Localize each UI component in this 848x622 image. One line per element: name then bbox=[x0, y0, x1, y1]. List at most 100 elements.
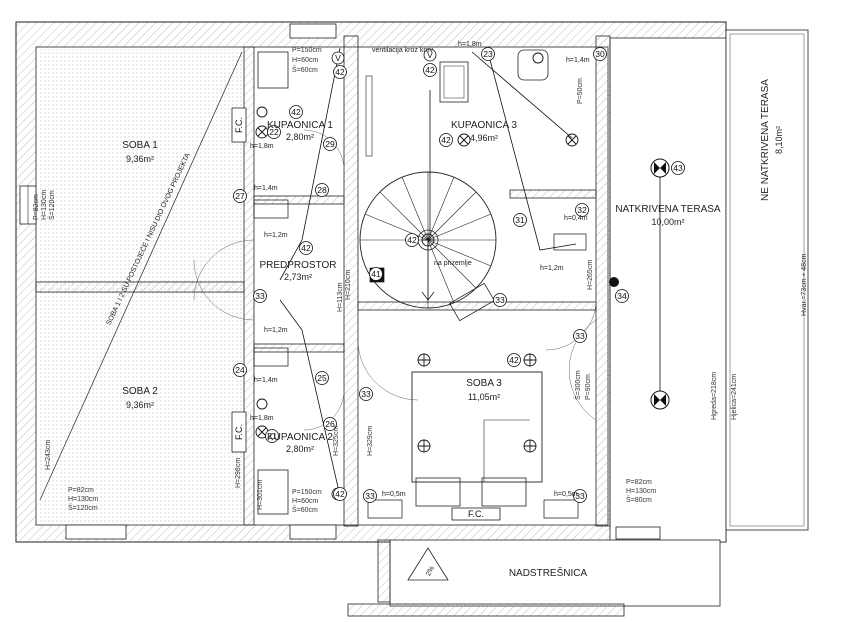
room-soba1-name: SOBA 1 bbox=[122, 140, 158, 151]
tag-label-22: 22 bbox=[269, 127, 279, 137]
tag-circle-42 bbox=[333, 65, 347, 79]
dim-terrace-p: P=82cm bbox=[626, 479, 652, 486]
dim-soba2-p: P=82cm bbox=[68, 487, 94, 494]
tag-label-33: 33 bbox=[495, 295, 505, 305]
wall-right bbox=[595, 35, 611, 527]
radiator-soba3 bbox=[365, 75, 373, 157]
dim-soba3-p: P=90cm bbox=[585, 374, 592, 400]
window-top-bath1 bbox=[289, 23, 337, 39]
tag-label-42: 42 bbox=[425, 65, 435, 75]
tag-circle-42 bbox=[405, 233, 419, 247]
window-bottom-soba2 bbox=[65, 524, 127, 540]
tag-label-33: 33 bbox=[361, 389, 371, 399]
dim-bath2-p: P=150cm bbox=[292, 489, 322, 496]
tag-label-24: 24 bbox=[235, 365, 245, 375]
dim-h298: H=298cm bbox=[235, 458, 242, 488]
tag-label-30: 30 bbox=[595, 49, 605, 59]
canopy bbox=[347, 539, 721, 617]
toilet-bath3 bbox=[517, 49, 549, 81]
tag-circle-28 bbox=[315, 183, 329, 197]
dim-h243: H=243cm bbox=[45, 440, 52, 470]
room-natkrivena-name: NATKRIVENA TERASA bbox=[615, 204, 721, 215]
note-slope: 2% bbox=[425, 565, 436, 577]
room-soba2-area: 9,36m² bbox=[126, 400, 154, 410]
tag-label-42: 42 bbox=[441, 135, 451, 145]
room-nadstresnica-name: NADSTREŠNICA bbox=[509, 566, 588, 579]
tag-label-28: 28 bbox=[317, 185, 327, 195]
room-predprostor-name: PREDPROSTOR bbox=[259, 260, 336, 271]
tag-circle-41 bbox=[369, 267, 383, 281]
tag-circle-27 bbox=[233, 189, 247, 203]
height-h14-2: h=1,4m bbox=[254, 377, 278, 384]
tag-label-43: 43 bbox=[673, 163, 683, 173]
tag-label-31: 31 bbox=[515, 215, 525, 225]
dim-soba1-s: Š=120cm bbox=[47, 190, 56, 220]
tag-label-42: 42 bbox=[291, 107, 301, 117]
room-kupaonica3-name: KUPAONICA 3 bbox=[451, 120, 517, 131]
tag-label-34: 34 bbox=[617, 291, 627, 301]
tag-circle-23 bbox=[481, 47, 495, 61]
open-terrace bbox=[725, 29, 809, 531]
dim-bath2-h: H=60cm bbox=[292, 498, 318, 505]
dim-terrace-s: Š=80cm bbox=[626, 495, 652, 504]
tag-circle-24 bbox=[233, 363, 247, 377]
tag-label-33: 33 bbox=[575, 331, 585, 341]
height-h04: h=0,4m bbox=[564, 215, 588, 222]
height-h18-2: h=1,8m bbox=[250, 415, 274, 422]
tag-label-42: 42 bbox=[335, 489, 345, 499]
height-h05-1: h=0,5m bbox=[382, 491, 406, 498]
dim-terrace-h: H=130cm bbox=[626, 488, 656, 495]
tag-label-29: 29 bbox=[325, 139, 335, 149]
room-kupaonica1-area: 2,80m² bbox=[286, 132, 314, 142]
dim-bath1-h: H=60cm bbox=[292, 57, 318, 64]
tag-circle-26 bbox=[323, 417, 337, 431]
tag-circle-42 bbox=[423, 63, 437, 77]
dim-h325: H=325cm bbox=[333, 426, 340, 456]
tag-label-25: 25 bbox=[317, 373, 327, 383]
tag-circle-33 bbox=[253, 289, 267, 303]
wall-center bbox=[343, 35, 359, 527]
room-kupaonica2-name: KUPAONICA 2 bbox=[267, 432, 333, 443]
dim-soba1-p: P=82cm bbox=[33, 194, 40, 220]
room-soba1-area: 9,36m² bbox=[126, 154, 154, 164]
fc-box-1 bbox=[231, 107, 247, 143]
fc-label-3: F.C. bbox=[468, 509, 484, 519]
dim-hjelica: Hjelica=241cm bbox=[731, 374, 738, 420]
wall-soba-divider bbox=[35, 281, 245, 293]
tag-circle-34 bbox=[615, 289, 629, 303]
room-natkrivena-area: 10,00m² bbox=[651, 217, 684, 227]
svg-text:V: V bbox=[335, 53, 341, 63]
tag-circle-33 bbox=[573, 489, 587, 503]
tag-circle-42 bbox=[507, 353, 521, 367]
fc-label-1: F.C. bbox=[234, 117, 244, 133]
window-bottom-terrace bbox=[615, 526, 661, 540]
dim-hgreda: Hgreda=218cm bbox=[711, 372, 718, 420]
bed-soba3 bbox=[411, 371, 543, 507]
staircase bbox=[359, 171, 497, 309]
window-bottom-bath2 bbox=[289, 524, 337, 540]
room-kupaonica2-area: 2,80m² bbox=[286, 444, 314, 454]
lamps bbox=[255, 52, 579, 453]
room-soba2-name: SOBA 2 bbox=[122, 386, 158, 397]
dim-soba2-h: H=130cm bbox=[68, 496, 98, 503]
tag-label-42: 42 bbox=[301, 243, 311, 253]
bath2-fixture bbox=[257, 469, 289, 515]
room-kupaonica3-area: 4,96m² bbox=[470, 133, 498, 143]
room-ne-natkrivena-area: 8,10m² bbox=[774, 126, 784, 154]
svg-text:V: V bbox=[427, 50, 433, 60]
dim-h210: H=210cm bbox=[345, 270, 352, 300]
tag-circle-43 bbox=[671, 161, 685, 175]
tag-label-21: 21 bbox=[267, 431, 277, 441]
tag-label-26: 26 bbox=[325, 419, 335, 429]
dim-hvar: Hvar.=73cm ÷ 48cm bbox=[801, 253, 808, 316]
tag-label-42: 42 bbox=[407, 235, 417, 245]
room-soba3-name: SOBA 3 bbox=[466, 378, 502, 389]
dim-h329: H=329cm bbox=[367, 426, 374, 456]
note-stairs: na prizemlje bbox=[434, 260, 472, 267]
tag-label-33: 33 bbox=[255, 291, 265, 301]
tag-label-33: 33 bbox=[575, 491, 585, 501]
tag-circle-21 bbox=[265, 429, 279, 443]
note-vent: ventilacija kroz krov bbox=[372, 47, 434, 54]
wall-bath3-partition bbox=[509, 189, 597, 199]
